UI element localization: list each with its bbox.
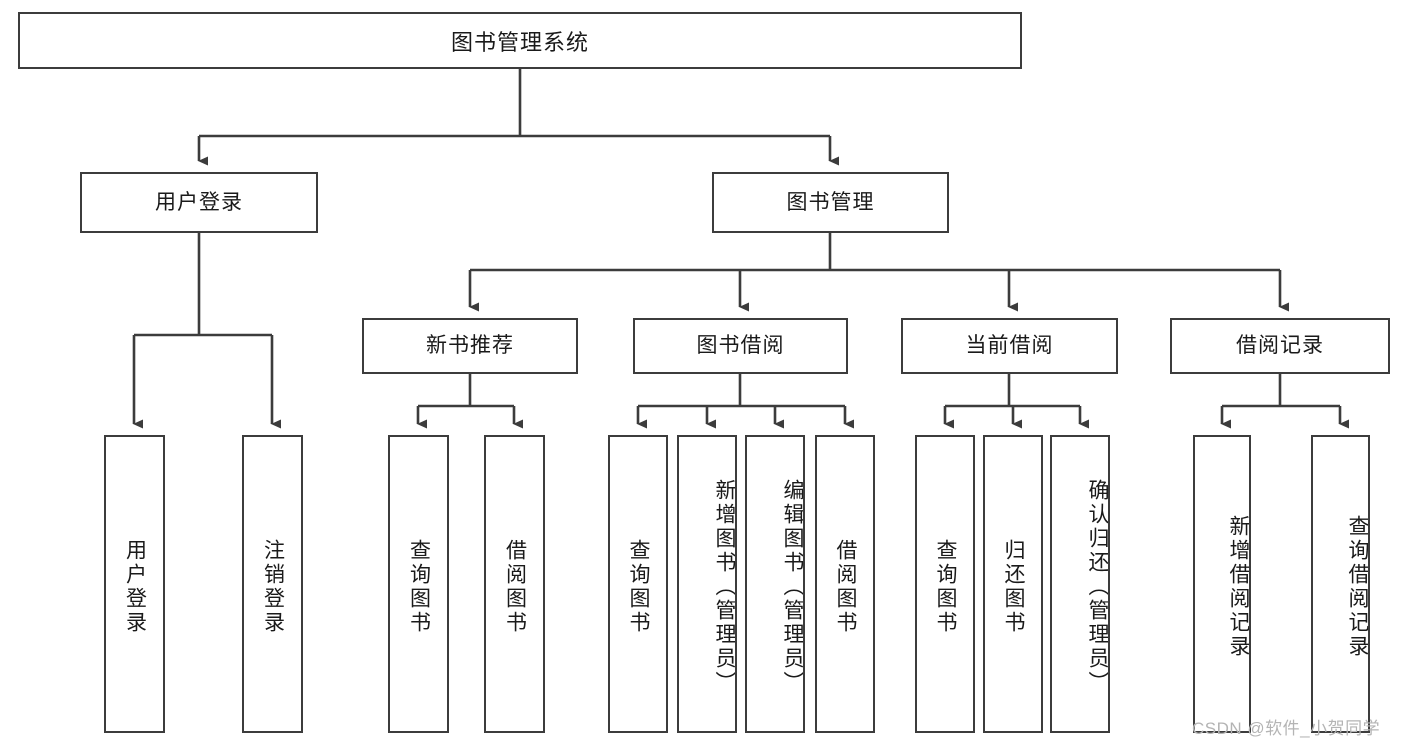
node-label: 确认归还（管理员）: [1086, 479, 1109, 695]
node-label: 新增借阅记录: [1227, 515, 1250, 659]
node-label: 查询图书: [627, 539, 651, 635]
node-label: 查询图书: [934, 539, 958, 635]
node-leaf-11[interactable]: 新增借阅记录: [1193, 435, 1251, 733]
node-label: 借阅图书: [834, 539, 858, 635]
node-leaf-9[interactable]: 归还图书: [983, 435, 1043, 733]
node-leaf-5[interactable]: 新增图书（管理员）: [677, 435, 737, 733]
node-label: 借阅图书: [503, 539, 527, 635]
node-label: 图书借阅: [696, 334, 785, 358]
node-leaf-0[interactable]: 用户登录: [104, 435, 165, 733]
node-root-0[interactable]: 图书管理系统: [18, 12, 1022, 69]
node-leaf-6[interactable]: 编辑图书（管理员）: [745, 435, 805, 733]
node-leaf-12[interactable]: 查询借阅记录: [1311, 435, 1370, 733]
node-label: 新增图书（管理员）: [713, 479, 736, 695]
node-label: 借阅记录: [1236, 334, 1324, 358]
node-label: 用户登录: [155, 190, 243, 214]
node-label: 注销登录: [261, 539, 285, 635]
node-label: 当前借阅: [965, 334, 1054, 358]
node-level2-1[interactable]: 图书借阅: [633, 318, 848, 374]
node-label: 归还图书: [1002, 539, 1026, 635]
node-level2-2[interactable]: 当前借阅: [901, 318, 1118, 374]
node-label: 查询借阅记录: [1346, 515, 1369, 659]
csdn-watermark: CSDN @软件_小贺同学: [1192, 719, 1381, 738]
node-level1-1[interactable]: 图书管理: [712, 172, 949, 233]
node-leaf-10[interactable]: 确认归还（管理员）: [1050, 435, 1110, 733]
node-leaf-4[interactable]: 查询图书: [608, 435, 668, 733]
node-label: 图书管理: [786, 190, 875, 214]
node-level2-3[interactable]: 借阅记录: [1170, 318, 1390, 374]
node-label: 编辑图书（管理员）: [781, 479, 804, 695]
node-leaf-3[interactable]: 借阅图书: [484, 435, 545, 733]
node-leaf-1[interactable]: 注销登录: [242, 435, 303, 733]
node-leaf-7[interactable]: 借阅图书: [815, 435, 875, 733]
node-leaf-8[interactable]: 查询图书: [915, 435, 975, 733]
node-level2-0[interactable]: 新书推荐: [362, 318, 578, 374]
node-label: 新书推荐: [426, 334, 514, 358]
node-leaf-2[interactable]: 查询图书: [388, 435, 449, 733]
node-label: 图书管理系统: [450, 29, 589, 55]
node-label: 查询图书: [407, 539, 431, 635]
node-label: 用户登录: [123, 539, 147, 635]
node-level1-0[interactable]: 用户登录: [80, 172, 318, 233]
